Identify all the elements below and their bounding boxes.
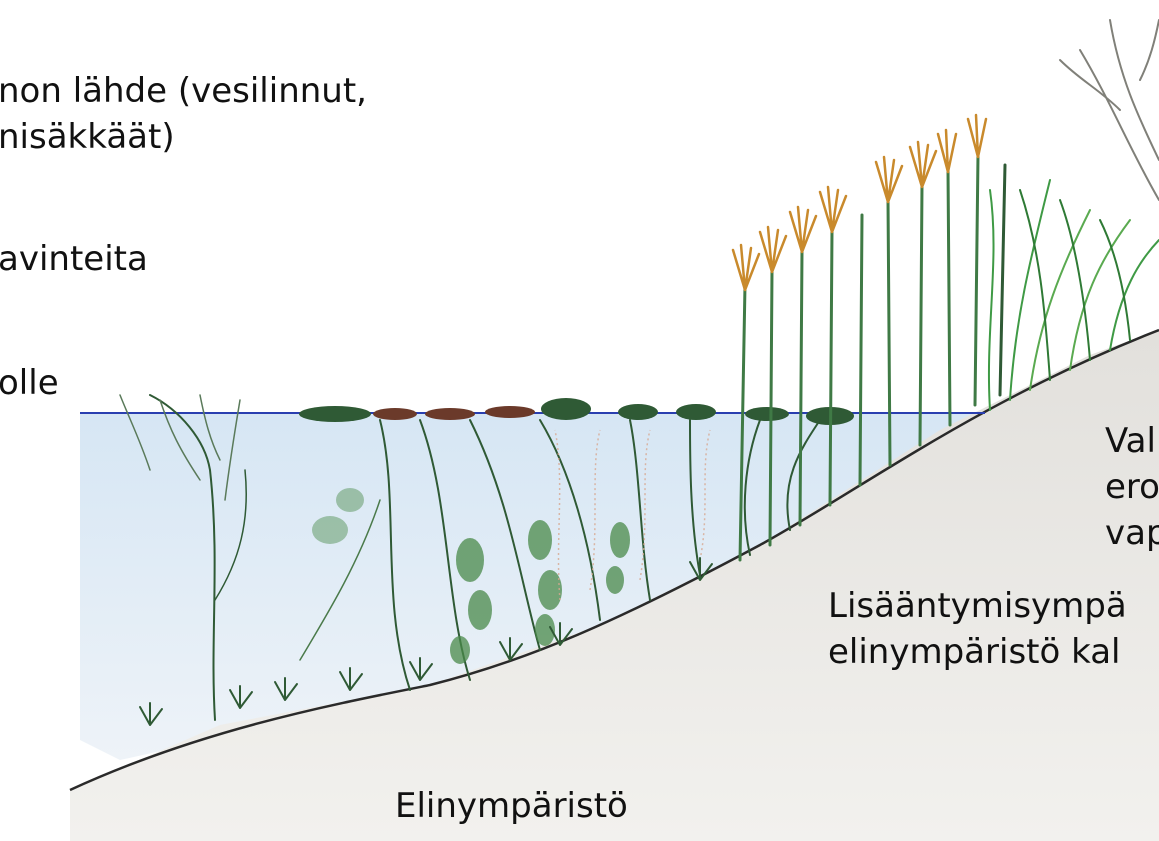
label-habitat: Elinympäristö	[395, 785, 628, 827]
label-reproduction-line2: elinympäristö kal	[828, 631, 1120, 673]
label-food-source-line2: nisäkkäät)	[0, 116, 175, 158]
shrub-branches	[1060, 20, 1159, 200]
label-right-mid-line3: vap	[1105, 512, 1159, 554]
label-lle: olle	[0, 362, 59, 404]
label-right-mid-line1: Val	[1105, 420, 1156, 462]
label-right-mid-line2: ero	[1105, 466, 1159, 508]
label-food-source-line1: non lähde (vesilinnut,	[0, 70, 367, 112]
label-reproduction-line1: Lisääntymisympä	[828, 585, 1127, 627]
label-nutrients: avinteita	[0, 238, 148, 280]
